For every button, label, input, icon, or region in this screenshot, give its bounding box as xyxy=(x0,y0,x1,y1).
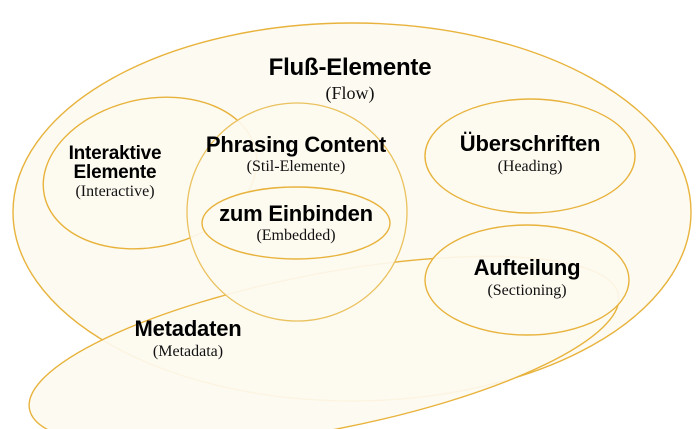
label-phrasing-content-en: (Stil-Elemente) xyxy=(246,158,346,175)
label-interactive: Interaktive Elemente (Interactive) xyxy=(48,144,182,200)
label-interactive-de-line2: Elemente xyxy=(73,162,157,183)
label-embedded-en: (Embedded) xyxy=(256,227,336,244)
label-flow-de: Fluß-Elemente xyxy=(268,54,432,81)
label-flow: Fluß-Elemente (Flow) xyxy=(0,54,700,103)
label-embedded-de: zum Einbinden xyxy=(219,201,373,226)
label-metadata-de: Metadaten xyxy=(134,316,242,341)
label-interactive-en: (Interactive) xyxy=(75,183,155,200)
ellipse-heading[interactable] xyxy=(424,98,636,214)
label-heading-en: (Heading) xyxy=(497,158,563,175)
label-phrasing-content-de: Phrasing Content xyxy=(205,132,387,157)
ellipse-embedded[interactable] xyxy=(201,186,391,260)
label-metadata: Metadaten (Metadata) xyxy=(98,318,278,360)
label-heading-de: Überschriften xyxy=(459,131,601,156)
label-sectioning-de: Aufteilung xyxy=(473,255,581,280)
label-flow-en: (Flow) xyxy=(325,83,375,103)
label-sectioning-en: (Sectioning) xyxy=(487,282,567,299)
label-heading: Überschriften (Heading) xyxy=(424,133,636,175)
ellipse-sectioning[interactable] xyxy=(424,224,630,336)
label-sectioning: Aufteilung (Sectioning) xyxy=(424,257,630,299)
label-embedded: zum Einbinden (Embedded) xyxy=(190,203,402,244)
label-metadata-en: (Metadata) xyxy=(152,343,224,360)
label-phrasing-content: Phrasing Content (Stil-Elemente) xyxy=(186,134,406,175)
label-interactive-de-line1: Interaktive xyxy=(68,143,162,164)
